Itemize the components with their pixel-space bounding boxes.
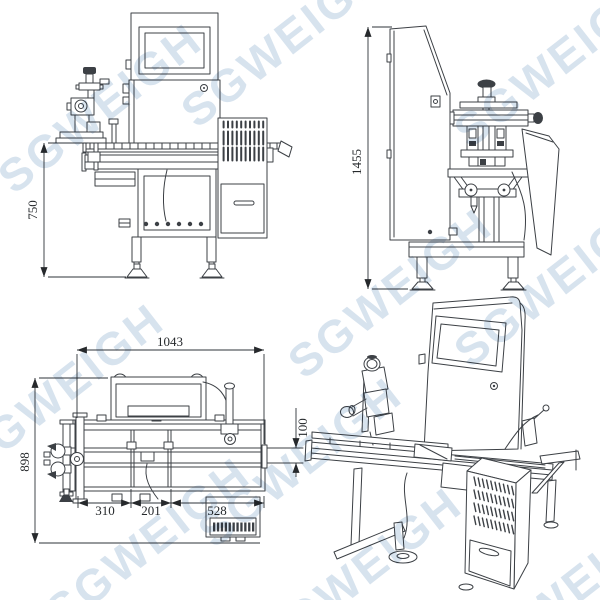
dimension-top-length: 1043 bbox=[76, 334, 265, 444]
top-column-post bbox=[220, 382, 239, 445]
side-view: 1455 bbox=[349, 25, 560, 291]
front-screen bbox=[144, 32, 205, 69]
dim-belt-width-value: 100 bbox=[295, 418, 310, 438]
front-feeder-assembly bbox=[55, 67, 110, 171]
iso-feeder-assembly bbox=[340, 355, 395, 446]
top-view: 1043 898 310 201 528 100 bbox=[17, 334, 310, 544]
side-base bbox=[408, 241, 527, 291]
nozzle-tip bbox=[470, 205, 478, 214]
cabinet-handle bbox=[233, 200, 255, 206]
iso-control-cabinet bbox=[458, 457, 532, 591]
top-frame bbox=[62, 414, 304, 502]
dim-top-depth-value: 898 bbox=[17, 452, 32, 472]
hand-wheel bbox=[533, 112, 543, 124]
dim-front-height-value: 750 bbox=[25, 200, 40, 220]
dim-infeed-value: 310 bbox=[95, 503, 115, 518]
dim-top-length-value: 1043 bbox=[157, 334, 183, 349]
dim-side-height-value: 1455 bbox=[349, 149, 364, 175]
iso-under-frame bbox=[333, 449, 581, 564]
front-control-cabinet bbox=[217, 117, 274, 239]
isometric-view bbox=[304, 296, 581, 591]
front-base-body bbox=[118, 168, 217, 238]
iso-rejector bbox=[504, 404, 550, 450]
dimension-top-segments: 310 201 528 bbox=[77, 489, 265, 518]
front-view: 750 bbox=[25, 12, 293, 279]
side-deflector-plate bbox=[521, 128, 560, 256]
top-cover-box bbox=[110, 373, 229, 421]
side-weigh-head bbox=[447, 79, 543, 243]
front-display-monitor bbox=[122, 12, 221, 144]
dimension-front-height: 750 bbox=[25, 142, 126, 278]
top-feeder-assembly bbox=[43, 412, 88, 504]
iso-foot bbox=[388, 550, 418, 564]
iso-door-handle bbox=[478, 547, 500, 557]
iso-display-column bbox=[418, 296, 526, 452]
front-legs bbox=[124, 236, 225, 279]
side-cabinet-tower bbox=[386, 25, 458, 241]
dim-outfeed-value: 528 bbox=[207, 503, 227, 518]
iso-cabinet-door bbox=[468, 539, 512, 587]
dimension-belt-width: 100 bbox=[292, 408, 310, 477]
dim-weigher-value: 201 bbox=[141, 503, 161, 518]
outfeed-guard bbox=[277, 140, 293, 158]
dimension-side-height: 1455 bbox=[349, 26, 408, 290]
dimension-top-depth: 898 bbox=[17, 377, 260, 544]
